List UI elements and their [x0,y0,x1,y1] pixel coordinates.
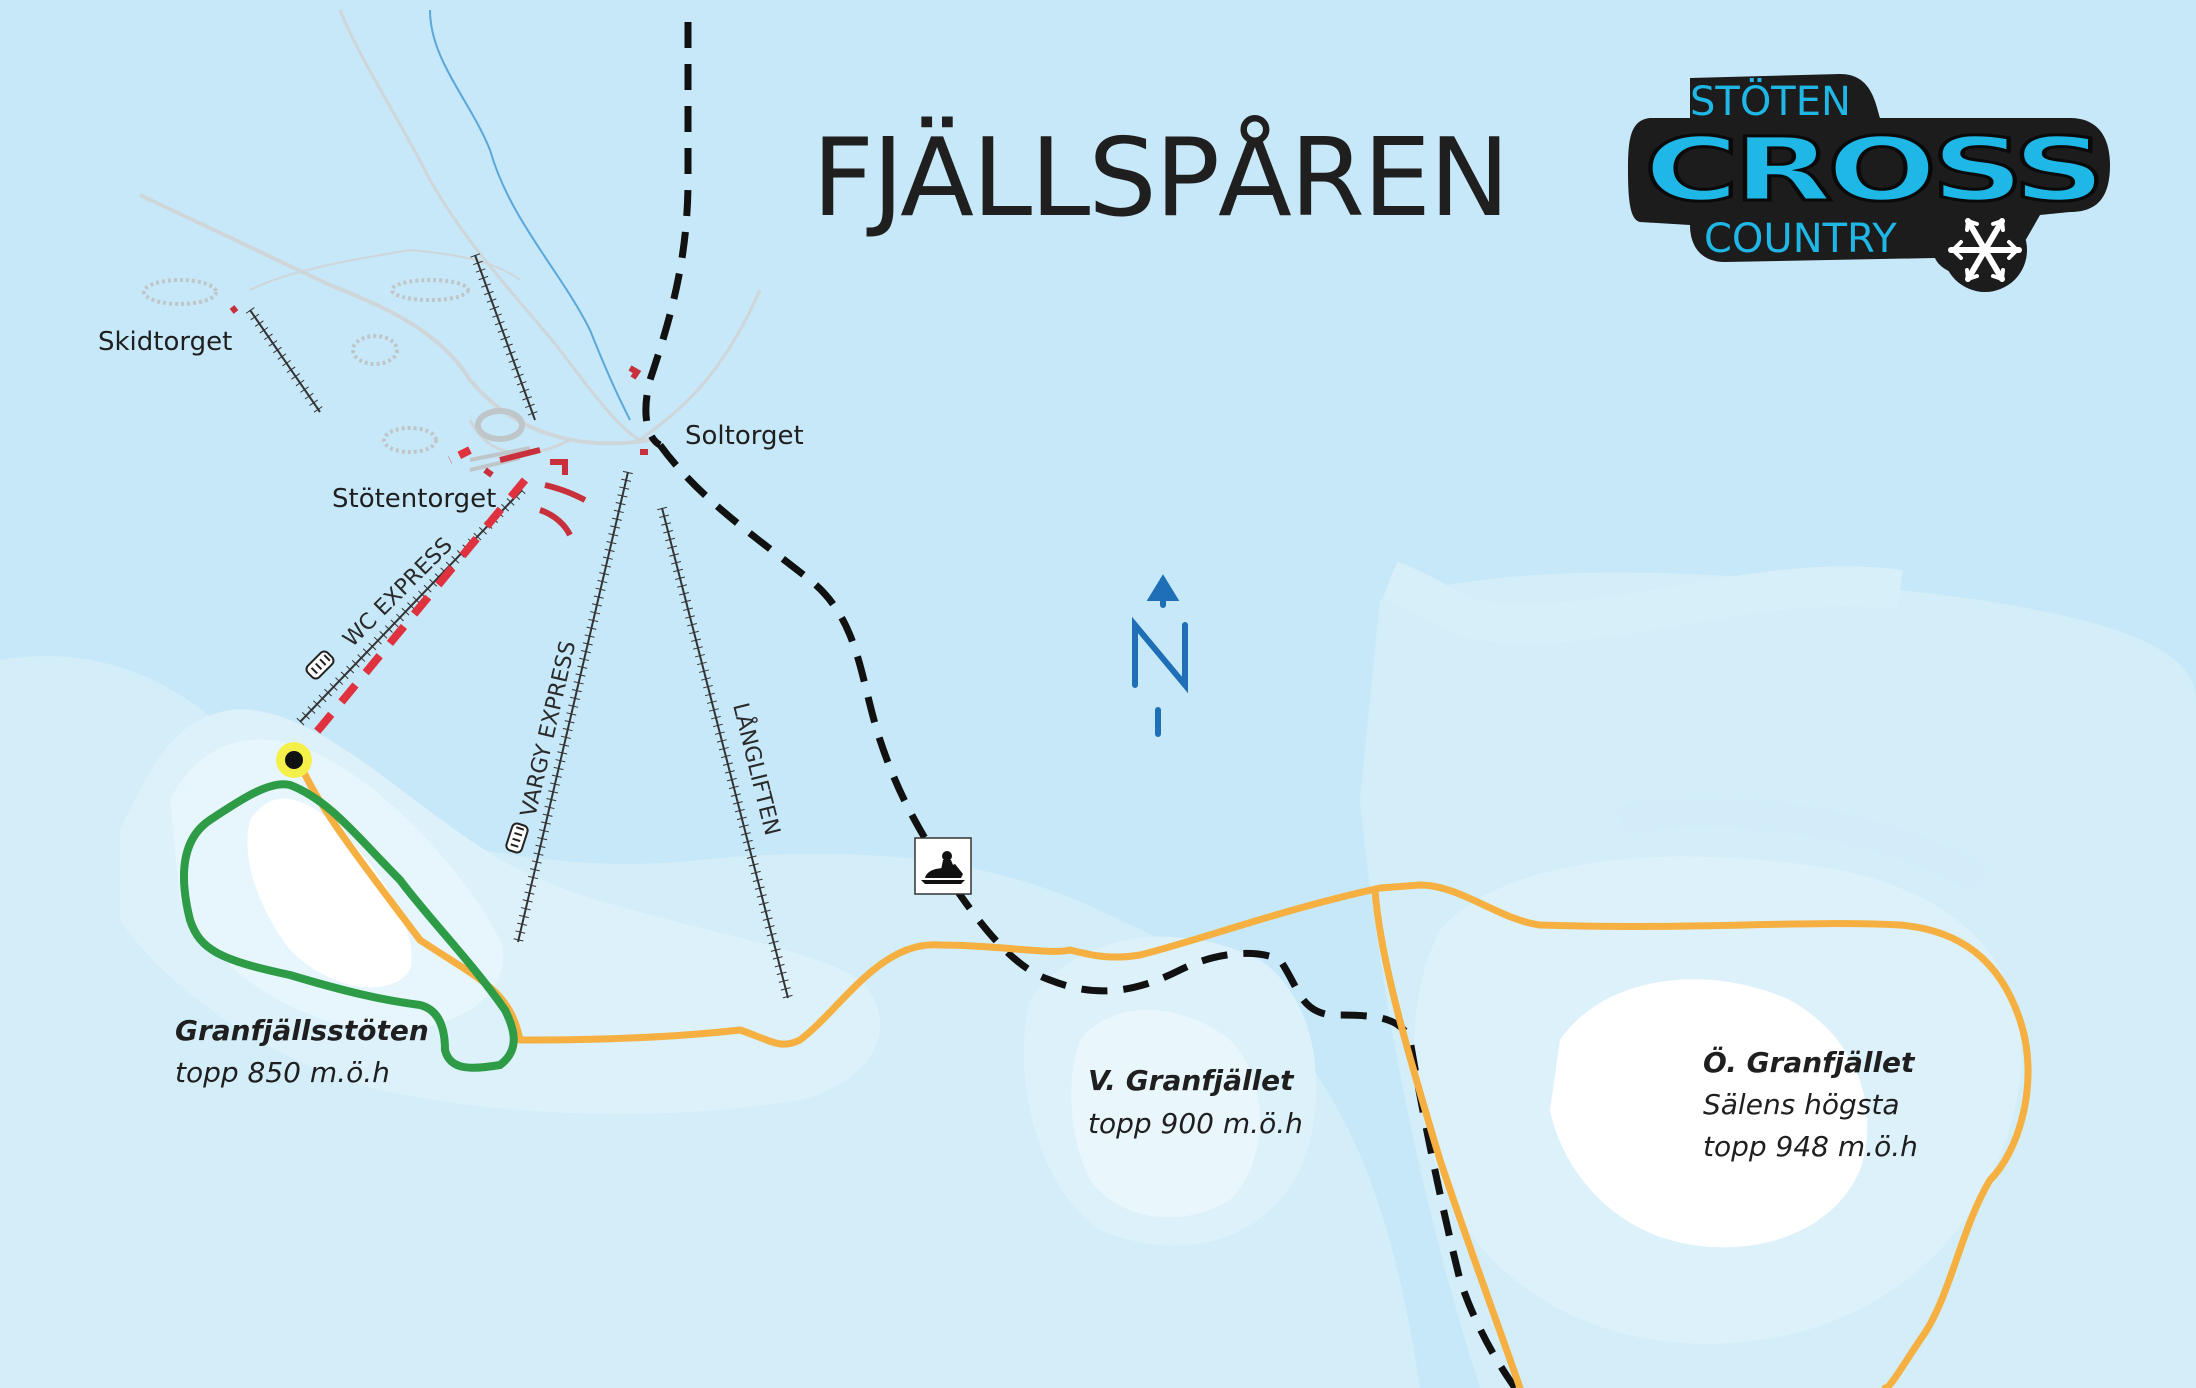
place-stotentorget: Stötentorget [332,484,496,514]
green-trail-loop [180,780,518,1072]
peak-height-granfjallsstoten: topp 850 m.ö.h [175,1056,390,1089]
place-skidtorget: Skidtorget [98,327,232,357]
peak-line-o-granfjallet-2: topp 948 m.ö.h [1703,1130,1918,1163]
peak-name-o-granfjallet: Ö. Granfjället [1703,1045,1916,1079]
peak-name-granfjallsstoten: Granfjällsstöten [175,1014,429,1047]
map-title: FJÄLLSPÅREN [812,114,1508,241]
lift-lines [245,253,793,1000]
start-point-icon [276,742,312,778]
north-arrow-icon [1132,574,1188,737]
peak-line-o-granfjallet-1: Sälens högsta [1703,1088,1900,1121]
place-soltorget: Soltorget [685,421,804,451]
village-buildings [229,305,648,537]
logo-bottom: COUNTRY [1704,216,1897,262]
gondola-icon [505,822,529,854]
stoten-cross-country-logo: STÖTEN CROSS COUNTRY [1628,74,2110,292]
red-dashed-route-branch [448,446,472,464]
snowflake-icon [1943,208,2027,292]
terrain-contours [0,561,2196,1388]
black-dashed-routes [642,22,1518,1388]
logo-middle: CROSS [1644,118,2100,221]
orange-trail [294,756,2032,1388]
snowmobile-icon [914,837,972,895]
village-roads [139,9,762,472]
logo-top: STÖTEN [1690,77,1851,125]
peak-name-v-granfjallet: V. Granfjället [1088,1064,1295,1097]
peak-height-v-granfjallet: topp 900 m.ö.h [1088,1107,1303,1140]
red-dashed-route [306,477,529,743]
gondola-icon [305,650,335,680]
